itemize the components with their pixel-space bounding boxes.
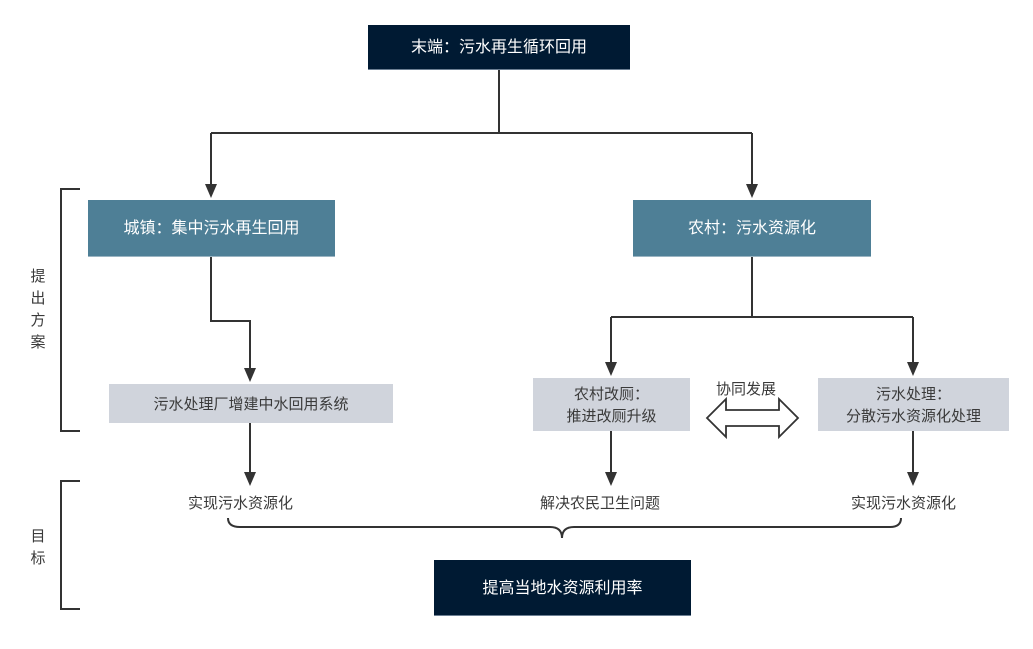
rural-node-label: 农村：污水资源化 — [687, 218, 816, 237]
side-label-proposal: 提出方案 — [30, 267, 46, 351]
arrow-head — [244, 472, 256, 486]
connector-urban-action — [210, 257, 251, 370]
rural-toilet-line2: 推进改厕升级 — [566, 406, 657, 425]
connector-rural-split — [610, 257, 914, 364]
arrow-head — [605, 472, 617, 486]
rural-node: 农村：污水资源化 — [633, 200, 871, 257]
connector-top-split — [211, 70, 752, 134]
arrow-head — [244, 368, 256, 382]
urban-node: 城镇：集中污水再生回用 — [88, 200, 335, 257]
bracket-proposal — [60, 188, 80, 432]
top-node-label: 末端：污水再生循环回用 — [410, 37, 587, 56]
double-arrow-icon — [705, 396, 800, 440]
top-node: 末端：污水再生循环回用 — [368, 25, 630, 70]
final-node: 提高当地水资源利用率 — [434, 560, 691, 616]
arrow-head — [746, 184, 758, 198]
goal-urban-label: 实现污水资源化 — [188, 494, 294, 512]
urban-node-label: 城镇：集中污水再生回用 — [123, 218, 300, 237]
goal-rural-label: 实现污水资源化 — [851, 494, 957, 512]
arrow-head — [605, 362, 617, 376]
bracket-target — [60, 480, 80, 610]
synergy-label: 协同发展 — [716, 380, 777, 398]
urban-action-node: 污水处理厂增建中水回用系统 — [109, 384, 393, 423]
rural-toilet-node: 农村改厕： 推进改厕升级 — [533, 378, 690, 431]
rural-sewage-node: 污水处理： 分散污水资源化处理 — [818, 378, 1009, 431]
rural-sewage-line2: 分散污水资源化处理 — [845, 406, 981, 425]
urban-action-label: 污水处理厂增建中水回用系统 — [153, 394, 349, 413]
arrow-head — [205, 184, 217, 198]
arrow-head — [907, 472, 919, 486]
rural-toilet-line1: 农村改厕： — [573, 384, 649, 403]
rural-sewage-line1: 污水处理： — [875, 384, 951, 403]
arrow-head — [907, 362, 919, 376]
goal-brace — [227, 517, 902, 539]
final-node-label: 提高当地水资源利用率 — [482, 577, 643, 597]
side-label-target: 目标 — [30, 527, 46, 567]
goal-toilet-label: 解决农民卫生问题 — [540, 494, 661, 512]
